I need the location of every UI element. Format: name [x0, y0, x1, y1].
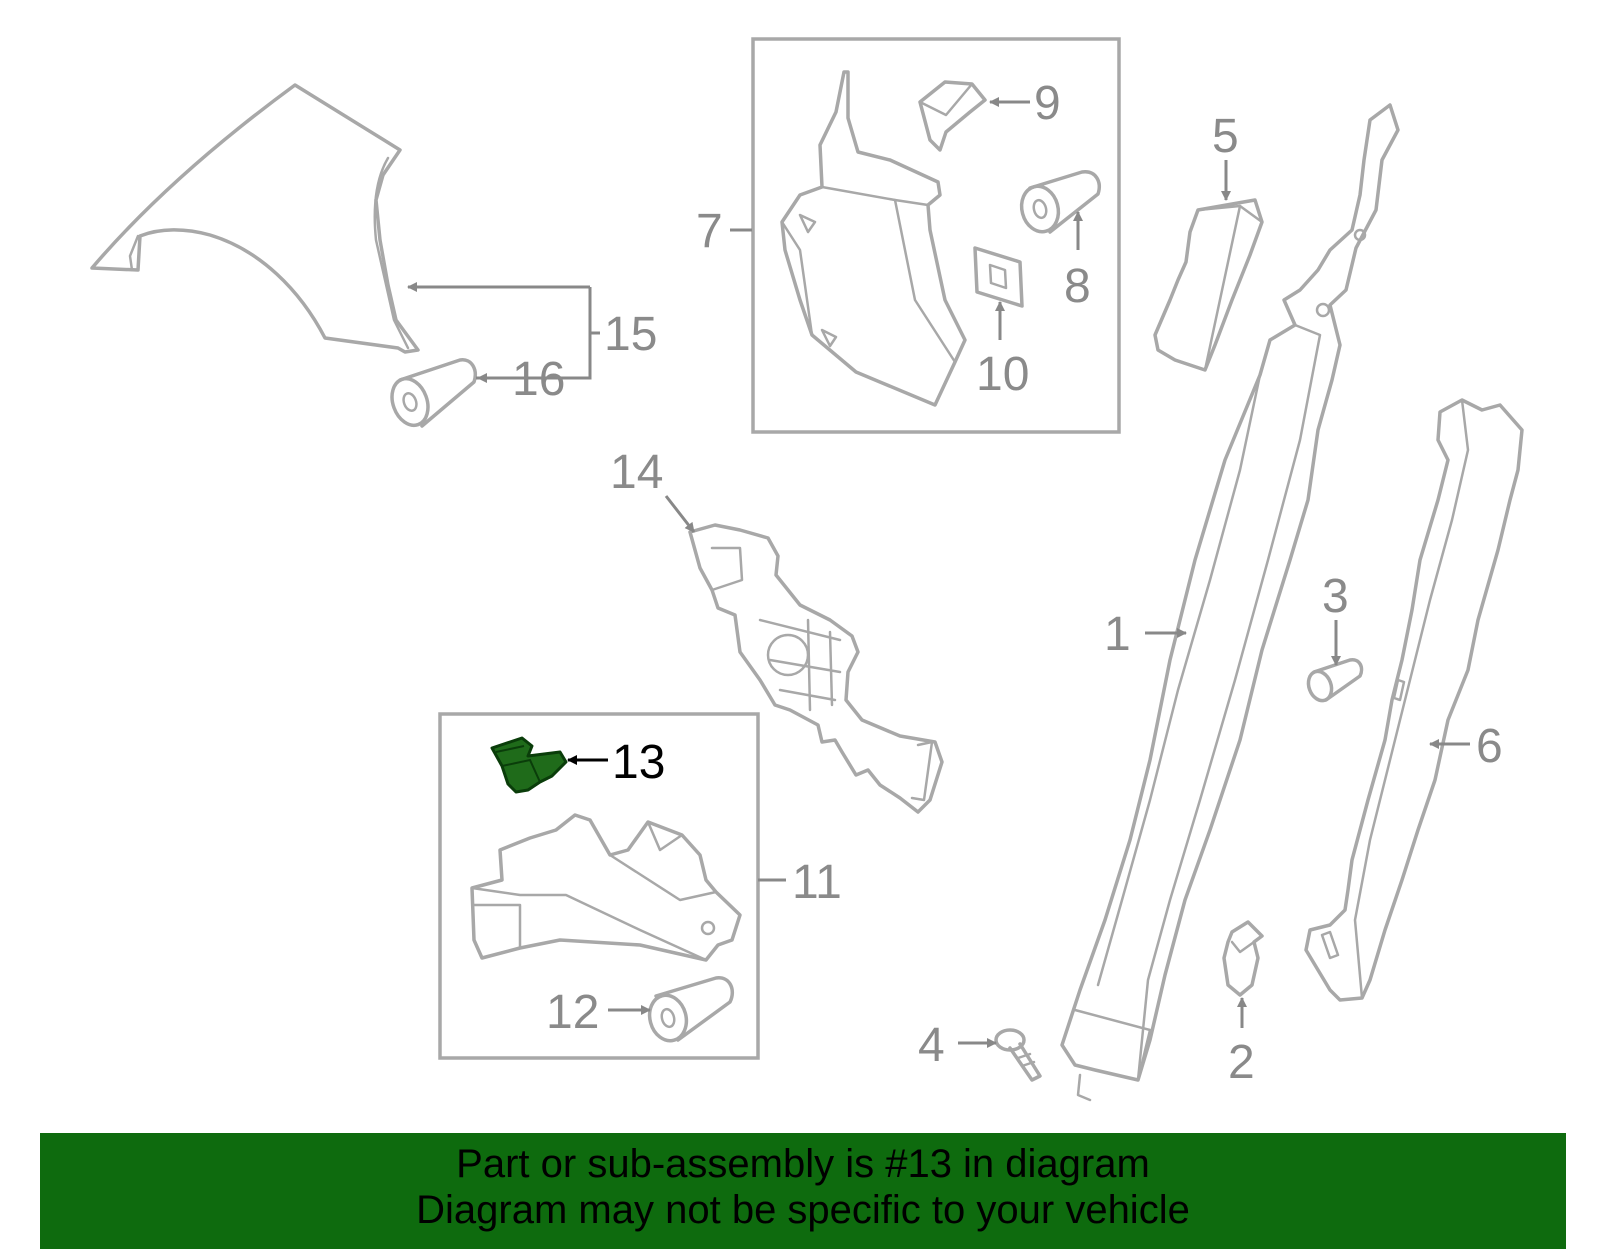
bolt-part-12[interactable]	[645, 976, 735, 1045]
callout-7: 7	[696, 205, 723, 258]
callout-4: 4	[918, 1019, 945, 1072]
clip-part-13-highlighted[interactable]	[490, 736, 568, 794]
pillar-trim-part-1[interactable]	[1060, 103, 1400, 1102]
callout-1: 1	[1104, 608, 1131, 661]
callout-16: 16	[512, 353, 565, 406]
callout-5: 5	[1212, 110, 1239, 163]
callout-10: 10	[976, 348, 1029, 401]
quarter-panel-part-15[interactable]	[90, 83, 420, 354]
callout-13: 13	[612, 736, 665, 789]
callout-3: 3	[1322, 570, 1349, 623]
clip-part-9[interactable]	[918, 80, 987, 152]
callout-12: 12	[546, 986, 599, 1039]
pad-part-10[interactable]	[973, 246, 1024, 308]
leader-14	[664, 495, 696, 533]
bolt-part-8[interactable]	[1017, 170, 1101, 236]
clip-part-2[interactable]	[1222, 920, 1264, 997]
parts-box-7	[751, 37, 1121, 434]
bolt-part-3[interactable]	[1305, 658, 1364, 704]
bracket-part-14[interactable]	[688, 523, 944, 814]
callout-11: 11	[792, 856, 842, 909]
leader-15-16	[407, 282, 600, 383]
callout-6: 6	[1476, 720, 1503, 773]
caption-banner: Part or sub-assembly is #13 in diagram D…	[40, 1133, 1566, 1249]
reinforcement-part-6[interactable]	[1304, 398, 1524, 1002]
callout-2: 2	[1228, 1036, 1255, 1089]
screw-part-4[interactable]	[994, 1028, 1042, 1082]
parts-box-11	[438, 712, 760, 1060]
caption-line-1: Part or sub-assembly is #13 in diagram	[456, 1142, 1150, 1186]
callout-14: 14	[610, 446, 663, 499]
callout-8: 8	[1064, 260, 1091, 313]
caption-line-2: Diagram may not be specific to your vehi…	[416, 1188, 1190, 1232]
callout-15: 15	[604, 308, 657, 361]
duct-part-11[interactable]	[470, 813, 742, 962]
bolt-part-16[interactable]	[386, 358, 477, 431]
callout-9: 9	[1034, 77, 1061, 130]
bracket-part-7[interactable]	[780, 70, 967, 407]
trim-part-5[interactable]	[1153, 198, 1264, 372]
